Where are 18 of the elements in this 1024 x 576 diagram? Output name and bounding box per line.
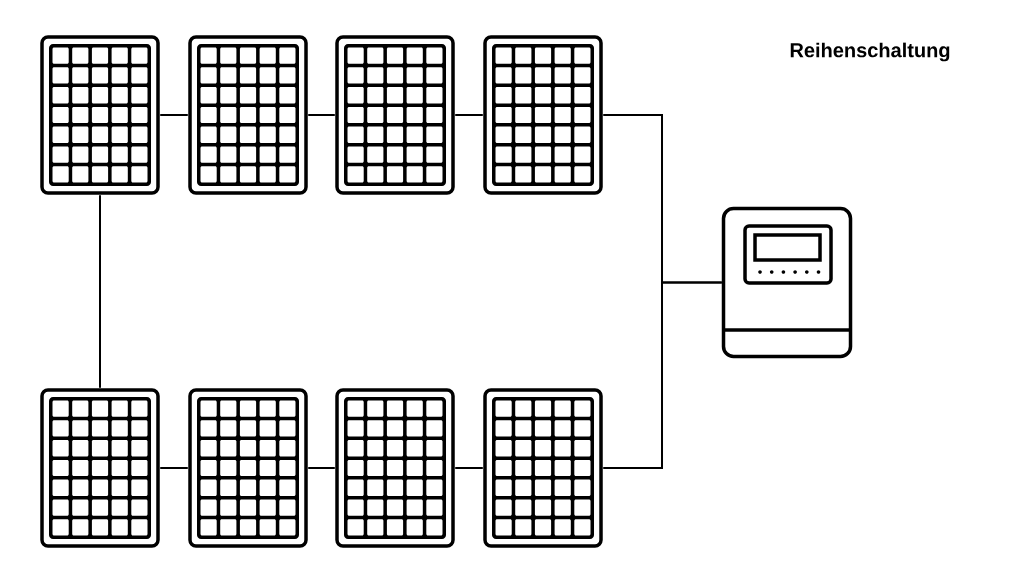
solar-panel-drawing bbox=[483, 35, 603, 195]
inverter-drawing bbox=[721, 206, 853, 359]
solar-panel-drawing bbox=[188, 388, 308, 548]
connection-line bbox=[99, 194, 101, 389]
solar-panel-drawing bbox=[483, 388, 603, 548]
solar-panel-drawing bbox=[335, 35, 455, 195]
solar-panel-drawing bbox=[40, 388, 160, 548]
connection-line bbox=[159, 114, 189, 116]
title: Reihenschaltung bbox=[790, 42, 950, 62]
connection-line bbox=[307, 467, 336, 469]
solar-panel-drawing bbox=[335, 388, 455, 548]
connection-line bbox=[454, 467, 484, 469]
solar-panel-drawing bbox=[188, 35, 308, 195]
connection-line bbox=[159, 467, 189, 469]
solar-panel-drawing bbox=[40, 35, 160, 195]
connection-line bbox=[602, 281, 723, 469]
connection-line bbox=[454, 114, 484, 116]
connection-line bbox=[307, 114, 336, 116]
